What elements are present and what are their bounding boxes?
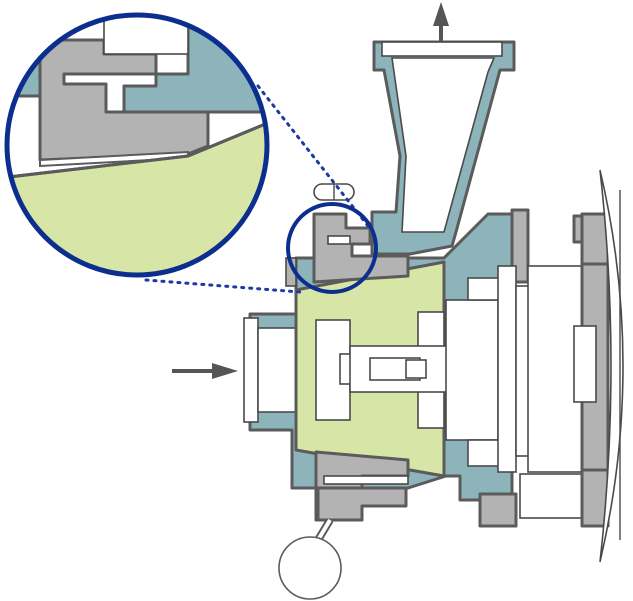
motor-adapter [572, 212, 610, 266]
pump-foot [316, 486, 408, 522]
arrow-right-icon [172, 363, 238, 379]
leader-line-lower [144, 278, 302, 294]
magnified-detail-view [7, 15, 267, 275]
shaft-key [405, 359, 427, 379]
wear-ring-lower-lip [323, 475, 409, 485]
magnified-detail-circle [4, 12, 270, 278]
detail-marker-circle [286, 202, 378, 294]
suction-flange [243, 317, 259, 423]
magnified-wear-ring-step [103, 15, 189, 55]
foot-bolt-plate [478, 492, 518, 528]
motor-face [573, 325, 597, 403]
discharge-channel [391, 57, 496, 233]
leader-line-upper [256, 84, 370, 228]
lifting-ring [278, 536, 342, 600]
wear-ring-lip [327, 235, 351, 245]
magnified-impeller-hub-edge [7, 120, 267, 180]
wear-ring-upper [312, 212, 410, 284]
bearing-housing [445, 265, 585, 519]
discharge-flange [381, 41, 503, 57]
